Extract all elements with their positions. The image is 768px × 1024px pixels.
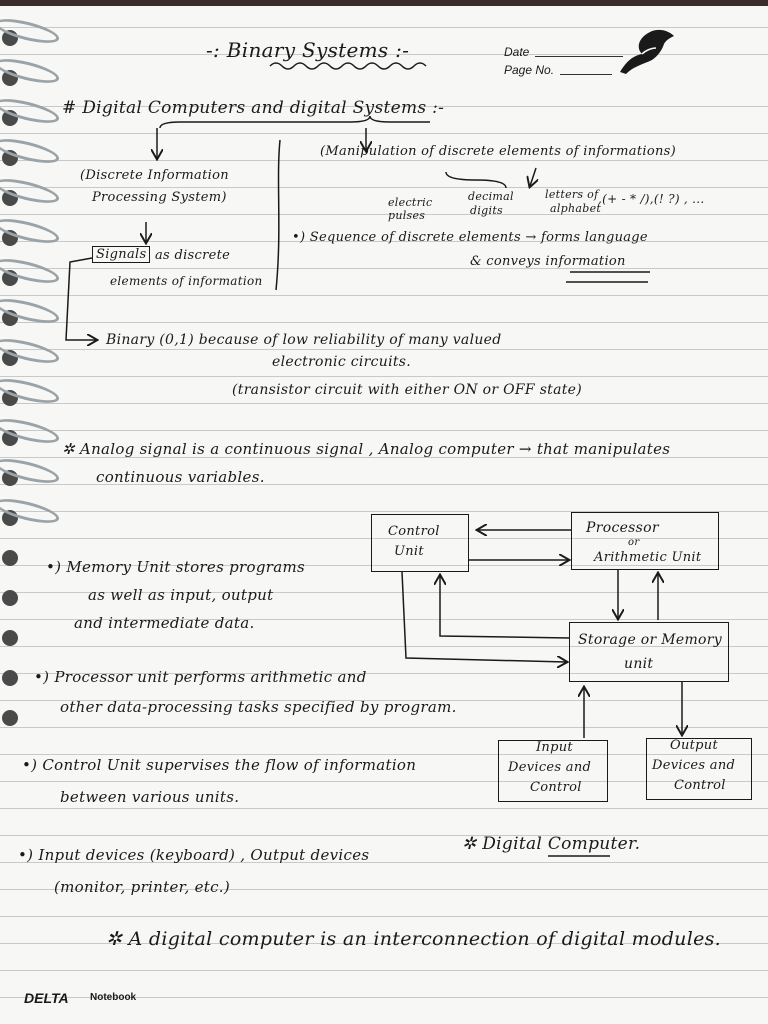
control-unit-box [371, 514, 469, 572]
binary-line-1: Binary (0,1) because of low reliability … [106, 332, 502, 348]
input-box-label-2: Devices and [508, 760, 592, 775]
output-box-label-2: Devices and [652, 758, 736, 773]
input-box-label-3: Control [530, 780, 582, 795]
memory-bullet-line-2: as well as input, output [88, 586, 274, 604]
discrete-info-line-1: (Discrete Information [80, 168, 229, 183]
spiral-binding [0, 0, 62, 1024]
analog-line-1: ✲ Analog signal is a continuous signal ,… [62, 440, 671, 458]
digits-text: digits [470, 204, 503, 217]
discrete-info-line-2: Processing System) [92, 190, 227, 205]
date-line [535, 56, 623, 57]
output-box-label-3: Control [674, 778, 726, 793]
analog-line-2: continuous variables. [96, 468, 265, 486]
brand-sub: Notebook [90, 992, 137, 1003]
electric-text: electric [388, 196, 433, 209]
manipulation-text: (Manipulation of discrete elements of in… [320, 144, 676, 159]
storage-label-1: Storage or Memory [578, 632, 722, 648]
control-bullet-line-1: •) Control Unit supervises the flow of i… [22, 756, 417, 774]
control-unit-label-2: Unit [394, 544, 424, 559]
control-unit-label-1: Control [388, 524, 440, 539]
input-bullet-line-1: •) Input devices (keyboard) , Output dev… [18, 846, 370, 864]
decimal-text: decimal [468, 190, 514, 203]
control-bullet-line-2: between various units. [60, 788, 240, 806]
input-box-label-1: Input [536, 740, 573, 755]
date-label: Date [504, 45, 530, 59]
conveys-text: & conveys information [470, 254, 626, 269]
page-no-line [560, 74, 612, 75]
brand-name: DELTA [24, 990, 69, 1006]
storage-label-2: unit [624, 656, 654, 672]
section-heading: # Digital Computers and digital Systems … [62, 98, 445, 118]
transistor-note: (transistor circuit with either ON or OF… [232, 382, 583, 398]
as-discrete-text: as discrete [155, 248, 231, 263]
pulses-text: pulses [388, 209, 426, 222]
signals-box: Signals [92, 246, 151, 263]
symbols-text: ,(+ - * /),(! ?) , ... [598, 192, 705, 206]
elements-of-info-text: elements of information [110, 274, 263, 288]
processor-bullet-line-1: •) Processor unit performs arithmetic an… [34, 668, 367, 686]
memory-bullet-line-3: and intermediate data. [74, 614, 255, 632]
processor-label-2: or [628, 537, 640, 548]
processor-bullet-line-2: other data-processing tasks specified by… [60, 698, 457, 716]
input-bullet-line-2: (monitor, printer, etc.) [54, 878, 231, 896]
conclusion-text: ✲ A digital computer is an interconnecti… [106, 928, 722, 950]
letters-text: letters of [545, 188, 599, 201]
output-box-label-1: Output [670, 738, 718, 753]
page-title: -: Binary Systems :- [206, 38, 410, 62]
processor-label-1: Processor [586, 520, 659, 536]
memory-bullet-line-1: •) Memory Unit stores programs [46, 558, 305, 576]
processor-box [571, 512, 719, 570]
alphabet-text: alphabet [550, 202, 602, 215]
sequence-text: •) Sequence of discrete elements → forms… [292, 230, 648, 245]
horse-head-logo-icon [620, 29, 674, 75]
page-top-edge [0, 0, 768, 6]
storage-box [569, 622, 729, 682]
binary-line-2: electronic circuits. [272, 354, 412, 370]
output-devices-box [646, 738, 752, 800]
input-devices-box [498, 740, 608, 802]
page-no-label: Page No. [504, 63, 555, 77]
processor-label-3: Arithmetic Unit [594, 550, 702, 565]
digital-computer-label: ✲ Digital Computer. [462, 834, 641, 854]
